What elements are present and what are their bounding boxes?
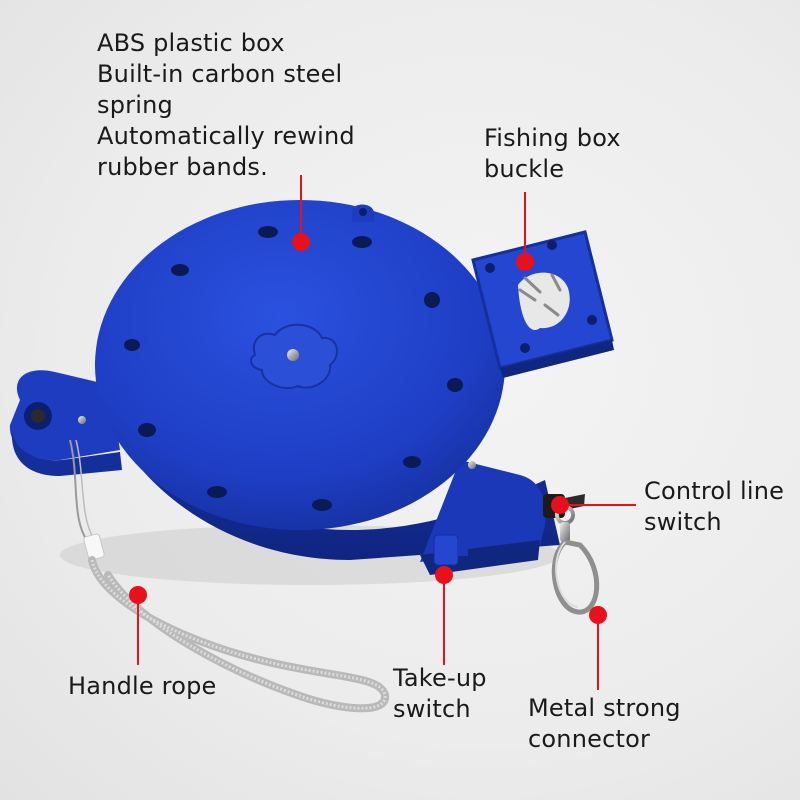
reel-body xyxy=(9,200,585,575)
marker-dot-connector xyxy=(589,606,607,624)
rope-sleeve xyxy=(83,533,105,561)
center-hub xyxy=(249,323,338,389)
fishing-box-buckle-plate xyxy=(471,230,614,378)
take-up-switch-knob xyxy=(433,534,459,566)
screw xyxy=(78,416,86,424)
marker-dot-control xyxy=(551,496,569,514)
screw xyxy=(468,461,476,469)
label-handle-rope: Handle rope xyxy=(68,672,217,700)
label-take-up-switch: Take-up switch xyxy=(393,664,487,723)
label-box-features: ABS plastic box Built-in carbon steel sp… xyxy=(97,29,355,181)
metal-strong-connector xyxy=(551,505,600,615)
handle-rope xyxy=(69,439,389,713)
mounting-tab xyxy=(9,370,120,461)
label-fishing-box-buckle: Fishing box buckle xyxy=(484,124,621,183)
marker-dot-box xyxy=(292,233,310,251)
label-metal-connector: Metal strong connector xyxy=(528,694,681,753)
marker-dot-buckle xyxy=(516,253,534,271)
marker-dot-rope xyxy=(129,586,147,604)
vent-holes xyxy=(124,226,463,511)
marker-dot-takeup xyxy=(435,566,453,584)
callout-markers xyxy=(129,175,636,690)
label-control-line-switch: Control line switch xyxy=(644,477,785,536)
